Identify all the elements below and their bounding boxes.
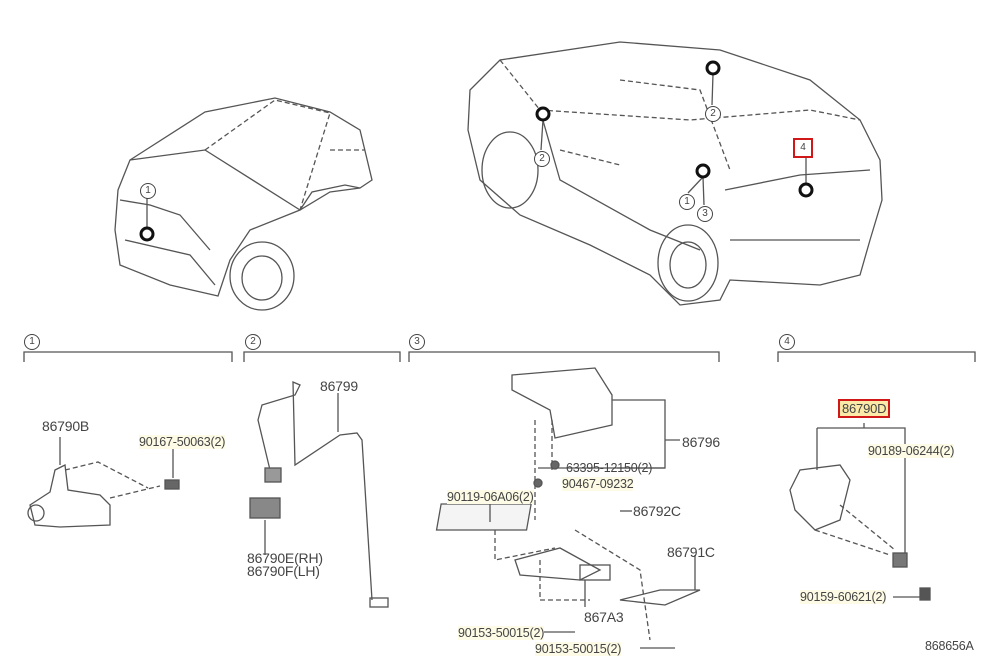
part-label[interactable]: 90159-60621(2) xyxy=(800,590,887,604)
part-label[interactable]: 90467-09232 xyxy=(562,477,634,491)
part-label[interactable]: 86790E(RH) xyxy=(247,550,323,566)
part-label[interactable]: 90167-50063(2) xyxy=(139,435,226,449)
part-label[interactable]: 86790F(LH) xyxy=(247,563,320,579)
harness-2 xyxy=(249,381,389,608)
part-label[interactable]: 86791C xyxy=(667,544,715,560)
camera-assembly-1 xyxy=(27,437,180,528)
diagram-id: 868656A xyxy=(925,639,974,653)
callout-3: 3 xyxy=(697,206,713,222)
part-label[interactable]: 86796 xyxy=(682,434,720,450)
part-label[interactable]: 86799 xyxy=(320,378,358,394)
section-number-3: 3 xyxy=(409,334,425,350)
part-label[interactable]: 90153-50015(2) xyxy=(458,626,545,640)
highlighted-part-box[interactable]: 86790D xyxy=(838,399,891,418)
front-car-illustration xyxy=(114,97,373,311)
rear-car-illustration xyxy=(467,41,883,306)
part-label[interactable]: 86790B xyxy=(42,418,90,434)
callout-1: 1 xyxy=(679,194,695,210)
part-label[interactable]: 90153-50015(2) xyxy=(535,642,622,656)
part-label-highlighted[interactable]: 86790D xyxy=(840,401,889,416)
section-number-4: 4 xyxy=(779,334,795,350)
part-label[interactable]: 63395-12150(2) xyxy=(566,461,653,475)
part-label[interactable]: 90119-06A06(2) xyxy=(447,490,534,504)
callout-2: 2 xyxy=(534,151,550,167)
camera-assembly-4 xyxy=(789,423,931,601)
part-label[interactable]: 90189-06244(2) xyxy=(868,444,955,458)
callout-1: 1 xyxy=(140,183,156,199)
section-number-1: 1 xyxy=(24,334,40,350)
part-label[interactable]: 867A3 xyxy=(584,609,624,625)
callout-2: 2 xyxy=(705,106,721,122)
ecu-assembly-3 xyxy=(435,367,701,649)
part-label[interactable]: 86792C xyxy=(633,503,681,519)
callout-4-highlighted: 4 xyxy=(793,138,813,158)
section-number-2: 2 xyxy=(245,334,261,350)
